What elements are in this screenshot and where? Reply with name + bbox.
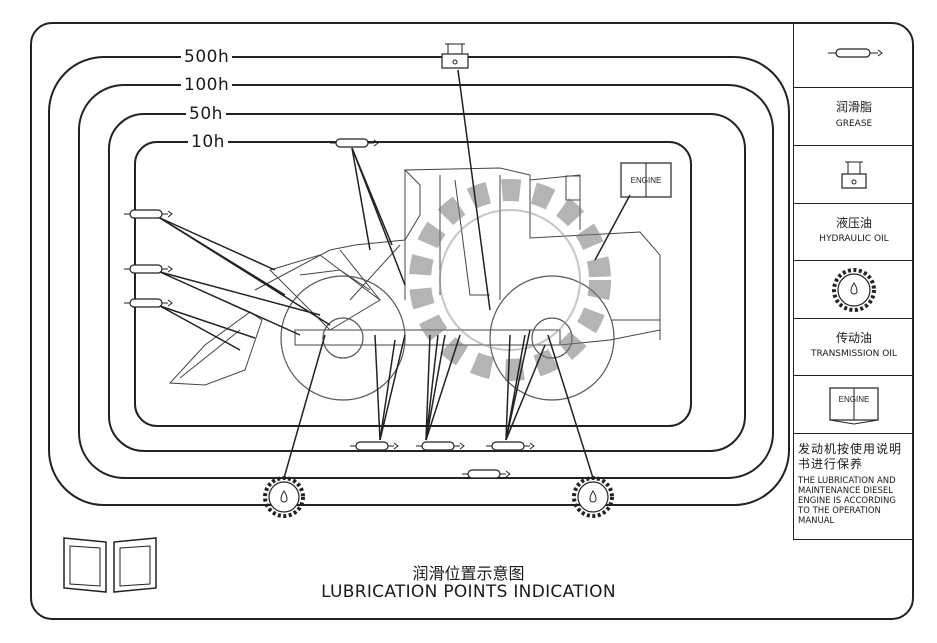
- grease-gun-left-3: [123, 298, 173, 308]
- grease-gun-icon: [828, 48, 883, 58]
- legend-grease-text: 润滑脂 GREASE: [794, 88, 914, 146]
- interval-50h-loop: [108, 113, 746, 452]
- engine-tag-text: ENGINE: [631, 176, 662, 185]
- legend-hydraulic-zh: 液压油: [835, 216, 872, 230]
- transmission-gear-front: [263, 476, 305, 518]
- legend-transmission-zh: 传动油: [835, 331, 872, 345]
- legend-transmission-text: 传动油 TRANSMISSION OIL: [794, 319, 914, 376]
- grease-gun-bottom-4: [461, 469, 511, 479]
- grease-gun-left-1: [123, 209, 173, 219]
- leader-lines-bottom: [374, 329, 546, 441]
- interval-100h-loop: [78, 84, 774, 479]
- grease-gun-bottom-3: [485, 441, 535, 451]
- legend-transmission-en: TRANSMISSION OIL: [811, 349, 897, 359]
- engine-book-icon: [620, 162, 672, 198]
- engine-book-icon: ENGINE: [829, 387, 879, 425]
- grease-gun-left-2: [123, 264, 173, 274]
- legend-engine-symbol: ENGINE: [794, 376, 914, 434]
- interval-label-500h: 500h: [181, 48, 233, 66]
- interval-label-100h: 100h: [181, 76, 233, 94]
- legend-grease-zh: 润滑脂: [835, 100, 872, 114]
- legend-grease-en: GREASE: [835, 119, 873, 129]
- title-english: LUBRICATION POINTS INDICATION: [321, 582, 616, 602]
- legend-transmission-symbol: [794, 261, 914, 319]
- legend-engine-note-en: THE LUBRICATION AND MAINTENANCE DIESEL E…: [798, 476, 896, 526]
- legend-hydraulic-symbol: [794, 146, 914, 204]
- legend-engine-note: 发动机按使用说明书进行保养 THE LUBRICATION AND MAINTE…: [794, 434, 914, 540]
- leader-lines-left: [159, 217, 331, 351]
- hydraulic-tank-icon: [441, 43, 469, 69]
- transmission-gear-icon: [832, 268, 876, 312]
- legend-hydraulic-en: HYDRAULIC OIL: [819, 234, 889, 244]
- grease-gun-bottom-1: [349, 441, 399, 451]
- interval-label-50h: 50h: [186, 105, 226, 123]
- manual-book-icon: [63, 537, 157, 593]
- interval-10h-loop: [134, 141, 692, 427]
- grease-gun-10h: [329, 138, 379, 148]
- transmission-gear-rear: [572, 476, 614, 518]
- interval-label-10h: 10h: [188, 133, 228, 151]
- title-chinese: 润滑位置示意图: [412, 564, 525, 583]
- interval-500h-loop: [48, 56, 790, 506]
- wheel-loader-outline: [168, 167, 661, 386]
- grease-gun-bottom-2: [415, 441, 465, 451]
- leader-lines-10h: [351, 147, 406, 286]
- legend-engine-label: ENGINE: [839, 395, 870, 404]
- legend-panel: 润滑脂 GREASE 液压油 HYDRAULIC OIL 传动油 TRANSMI…: [793, 22, 914, 540]
- outer-frame: [30, 22, 914, 620]
- front-wheel: [280, 275, 406, 401]
- legend-grease-symbol: [794, 22, 914, 88]
- legend-engine-note-zh: 发动机按使用说明书进行保养: [798, 442, 903, 471]
- legend-hydraulic-text: 液压油 HYDRAULIC OIL: [794, 204, 914, 261]
- hydraulic-tank-icon: [841, 161, 867, 189]
